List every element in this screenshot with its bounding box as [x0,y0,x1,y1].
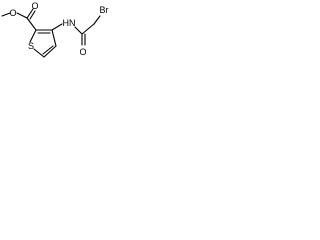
bond-carbonyl-ring [26,17,37,31]
atom-bromine: Br [100,5,109,15]
atom-ester-oxygen: O [9,8,16,18]
bond-carbonyl-double-2 [29,10,36,20]
bond-ring-c4-c5 [43,45,57,58]
bond-ring-c5-s [33,48,45,58]
bond-ring-c3-c4 [51,29,57,47]
bond-ch2-br [93,15,101,25]
bond-ring-c4-c5-inner [42,45,54,55]
atom-sulfur: S [28,41,34,51]
bond-o-carbonyl [16,12,28,19]
bond-methyl-o [1,12,11,17]
bond-ring-s-c2 [29,29,37,43]
bond-carbonyl-double-1 [26,8,34,19]
atom-amide-nitrogen: HN [63,18,76,28]
atom-carbonyl-oxygen: O [31,1,38,11]
bond-nh-amide [74,26,83,35]
bond-ring-nh [51,23,63,31]
atom-amide-oxygen: O [79,47,86,57]
molecule-structure: O O S HN Br O [1,1,109,58]
bond-amide-ch2 [81,23,95,35]
